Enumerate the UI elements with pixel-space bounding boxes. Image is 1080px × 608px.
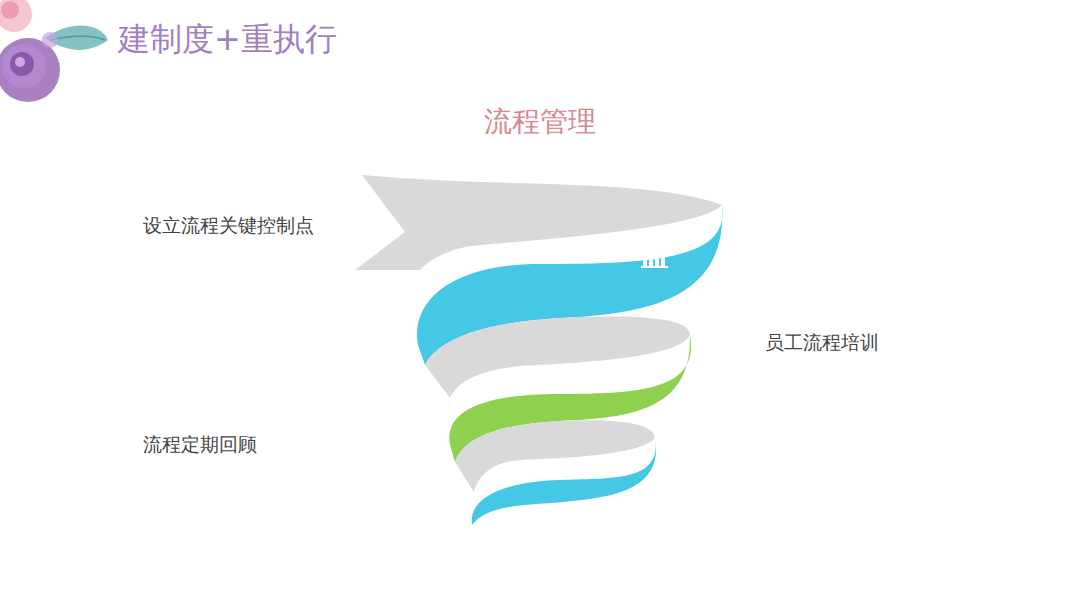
ribbon-back [355, 175, 722, 270]
leaf-icon [622, 357, 649, 382]
slide-title: 建制度+重执行 [118, 18, 337, 62]
step-label: 设立流程关键控制点 [143, 213, 314, 239]
spiral-ribbon [355, 175, 723, 525]
section-heading: 流程管理 [484, 103, 596, 141]
ribbon-back [425, 317, 690, 398]
step-label: 流程定期回顾 [143, 432, 257, 458]
step-label: 员工流程培训 [765, 330, 879, 356]
wrench-icon [615, 454, 632, 476]
chart-icon [641, 240, 669, 268]
flower-decoration [0, 0, 108, 102]
ribbon-band-blue [472, 438, 656, 525]
